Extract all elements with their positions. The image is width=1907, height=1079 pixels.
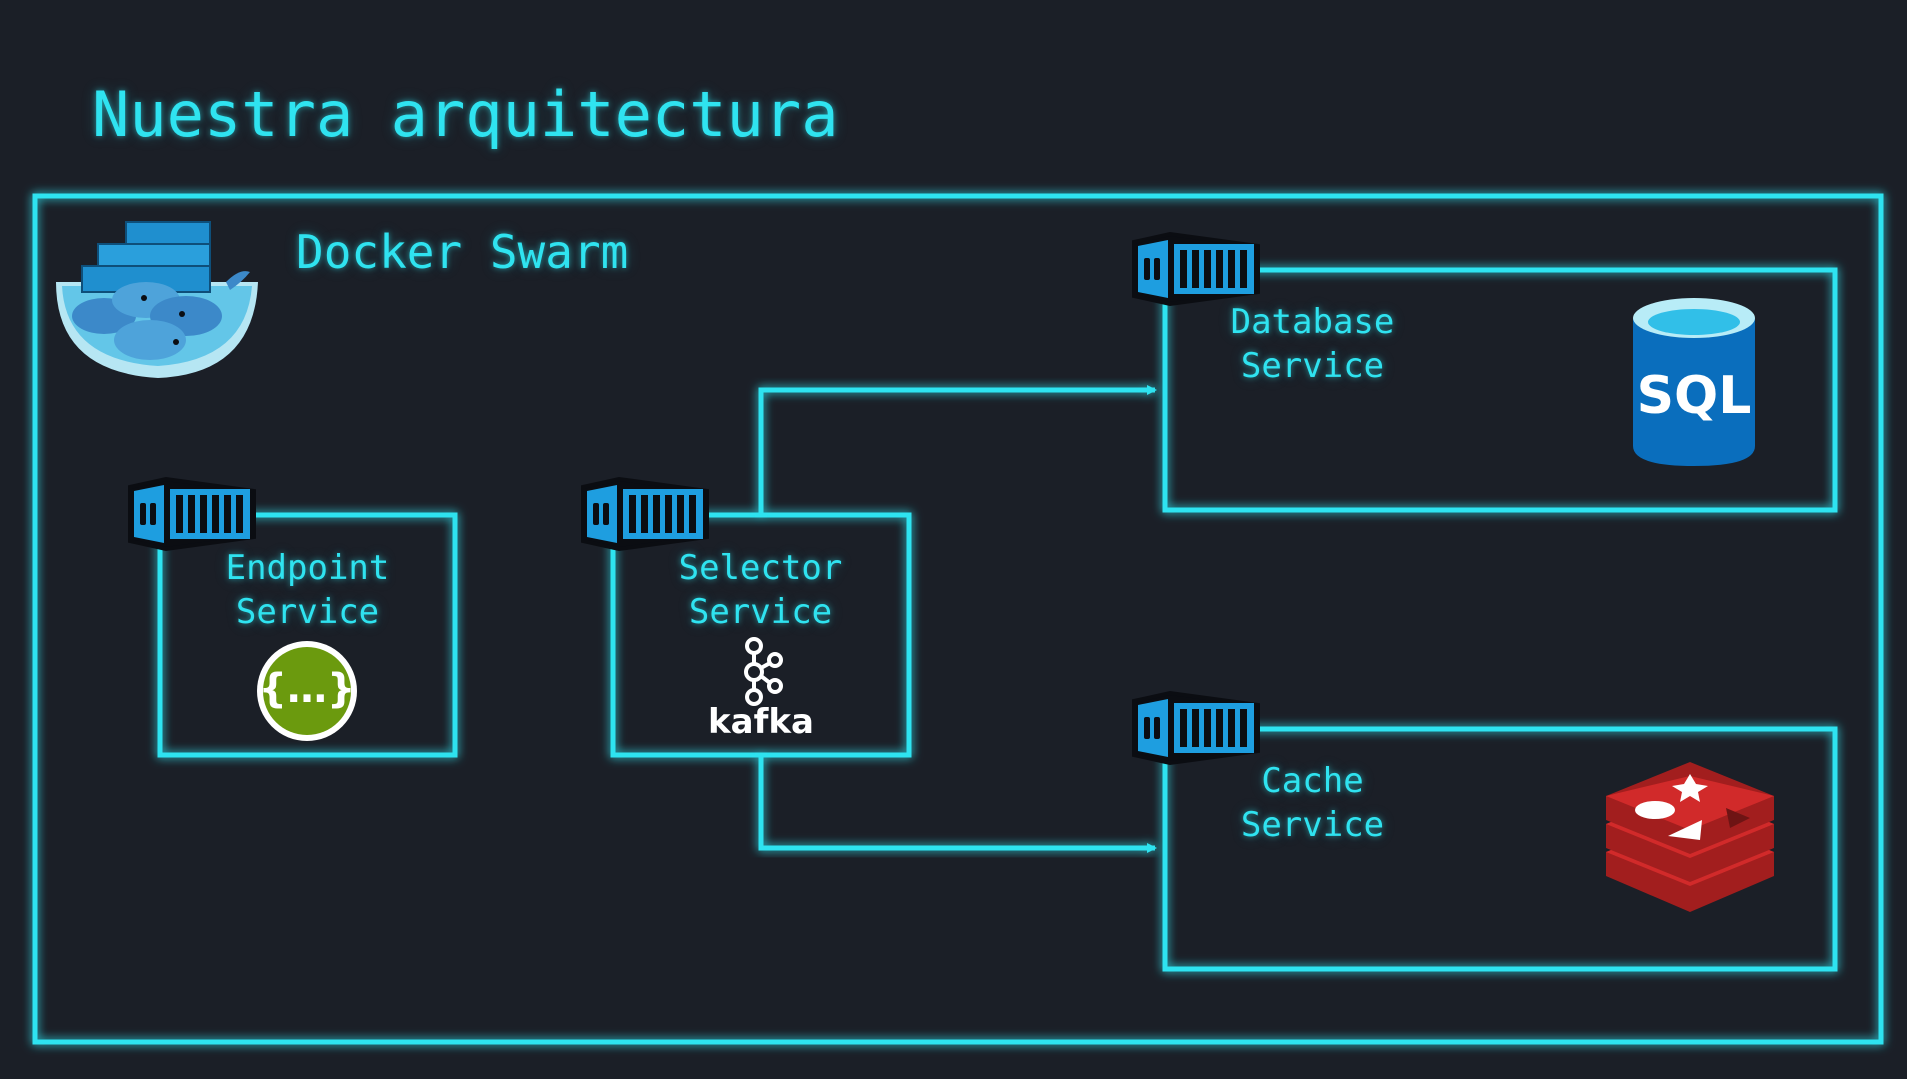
cache-service-label: Service — [1240, 805, 1385, 845]
redis-icon — [1606, 762, 1774, 912]
selector-container-icon — [581, 477, 709, 551]
cache-container-icon — [1132, 691, 1260, 765]
endpoint-service-label: Endpoint — [225, 548, 390, 588]
kafka-icon — [744, 637, 783, 706]
endpoint-container-icon — [128, 477, 256, 551]
page-title: Nuestra arquitectura — [92, 78, 839, 151]
sql-icon-text: SQL — [1636, 366, 1752, 426]
database-service-label: Database — [1230, 302, 1395, 342]
selector-cache-connector — [758, 755, 1157, 853]
endpoint-service-label: Service — [235, 592, 380, 632]
docker-swarm-label: Docker Swarm — [296, 225, 629, 279]
cache-service-box — [1162, 726, 1838, 972]
kafka-icon-text: kafka — [708, 702, 814, 742]
sql-database-icon — [1633, 298, 1755, 466]
docker-swarm-frame — [32, 193, 1884, 1045]
endpoint-service-box — [157, 512, 458, 758]
selector-service-label: Service — [688, 592, 833, 632]
selector-database-connector — [758, 385, 1157, 515]
database-service-box — [1162, 267, 1838, 513]
database-service-label: Service — [1240, 346, 1385, 386]
swagger-icon-text: {…} — [258, 666, 356, 712]
selector-service-label: Selector — [678, 548, 843, 588]
cache-service-label: Cache — [1261, 761, 1364, 801]
docker-whale-icon — [56, 221, 258, 378]
database-container-icon — [1132, 232, 1260, 306]
swagger-icon — [257, 641, 357, 741]
